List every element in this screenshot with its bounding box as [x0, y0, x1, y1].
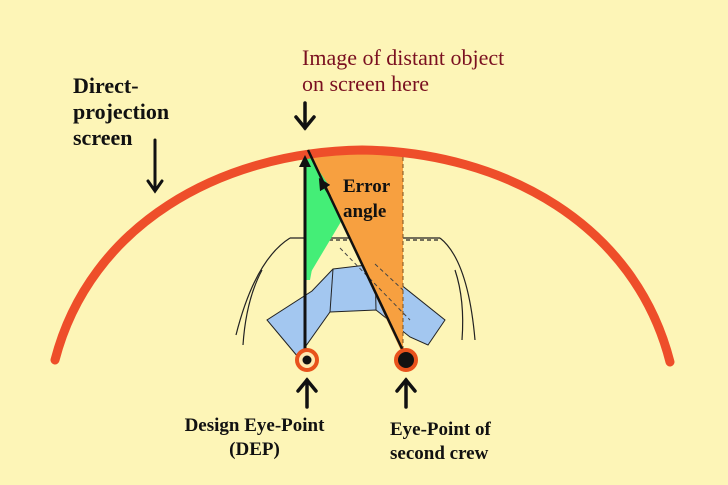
- error-label-line2: angle: [343, 201, 387, 222]
- error-angle-pointer: [318, 177, 331, 197]
- design-eye-point-label: Design Eye-Point (DEP): [152, 414, 357, 462]
- screen-label-line1: Direct-: [73, 73, 139, 98]
- crew-label-line2: second crew: [390, 443, 489, 464]
- down-arrow-icon: [294, 101, 316, 131]
- cockpit-console: [266, 263, 446, 358]
- dep-label-line2: (DEP): [229, 439, 280, 460]
- screen-label-line2: projection: [73, 99, 170, 124]
- image-label: Image of distant object on screen here: [302, 45, 504, 97]
- inner-cabin-line-left: [242, 269, 263, 346]
- image-label-line2: on screen here: [302, 71, 430, 96]
- error-angle-label: Error angle: [343, 174, 390, 224]
- dashed-guides: [339, 247, 411, 321]
- error-label-line1: Error: [343, 176, 391, 197]
- projection-screen-arc: [50, 145, 675, 367]
- crew-label-line1: Eye-Point of: [390, 419, 491, 440]
- second-crew-eye-point-label: Eye-Point of second crew: [390, 418, 491, 466]
- dep-label-line1: Design Eye-Point: [184, 415, 325, 436]
- inner-cabin-line-right: [454, 269, 464, 341]
- screen-label: Direct- projection screen: [73, 73, 169, 151]
- console-fold-line: [329, 268, 334, 313]
- design-eye-point-marker: [295, 348, 319, 372]
- error-wedge-lower: [305, 150, 342, 282]
- up-arrow-icon: [296, 377, 318, 409]
- outer-cabin-arc-left: [235, 237, 291, 336]
- image-label-line1: Image of distant object: [302, 45, 505, 70]
- outer-cabin-arc-right: [439, 237, 476, 341]
- second-crew-eye-point-marker: [394, 348, 418, 372]
- down-arrow-icon: [146, 138, 164, 194]
- screen-label-line3: screen: [73, 125, 133, 150]
- up-arrow-icon: [395, 377, 417, 409]
